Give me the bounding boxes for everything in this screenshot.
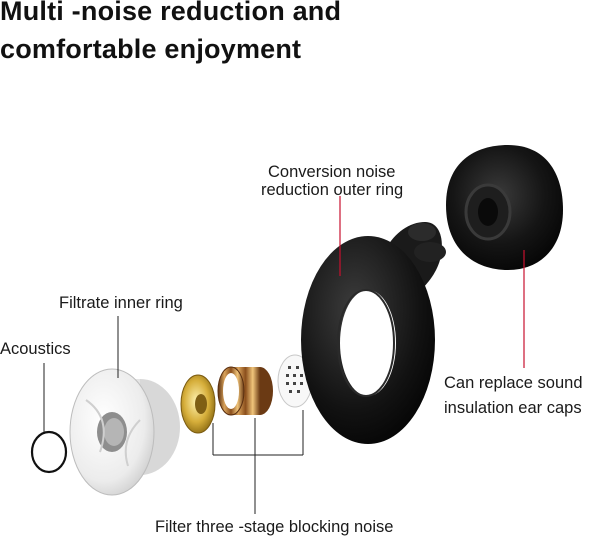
label-conversion-ring-2: reduction outer ring [261,181,404,199]
gold-filter-disc [180,374,216,434]
label-acoustics: Acoustics [0,340,71,358]
label-filter-stage: Filter three -stage blocking noise [155,518,394,536]
label-filtrate-inner-ring: Filtrate inner ring [59,294,183,312]
copper-filter-band [217,366,273,416]
title-line-1: Multi -noise reduction and [0,0,342,26]
filter-bracket-lines [212,410,304,514]
ear-cap-part [446,145,563,270]
label-conversion-ring-1: Conversion noise [268,163,396,181]
conversion-outer-ring-part [301,222,446,444]
label-ear-caps-1: Can replace sound [444,374,583,392]
filtrate-inner-ring-part [69,368,180,496]
label-ear-caps-2: insulation ear caps [444,399,582,417]
title-line-2: comfortable enjoyment [0,34,302,64]
acoustics-o-ring [30,430,68,474]
